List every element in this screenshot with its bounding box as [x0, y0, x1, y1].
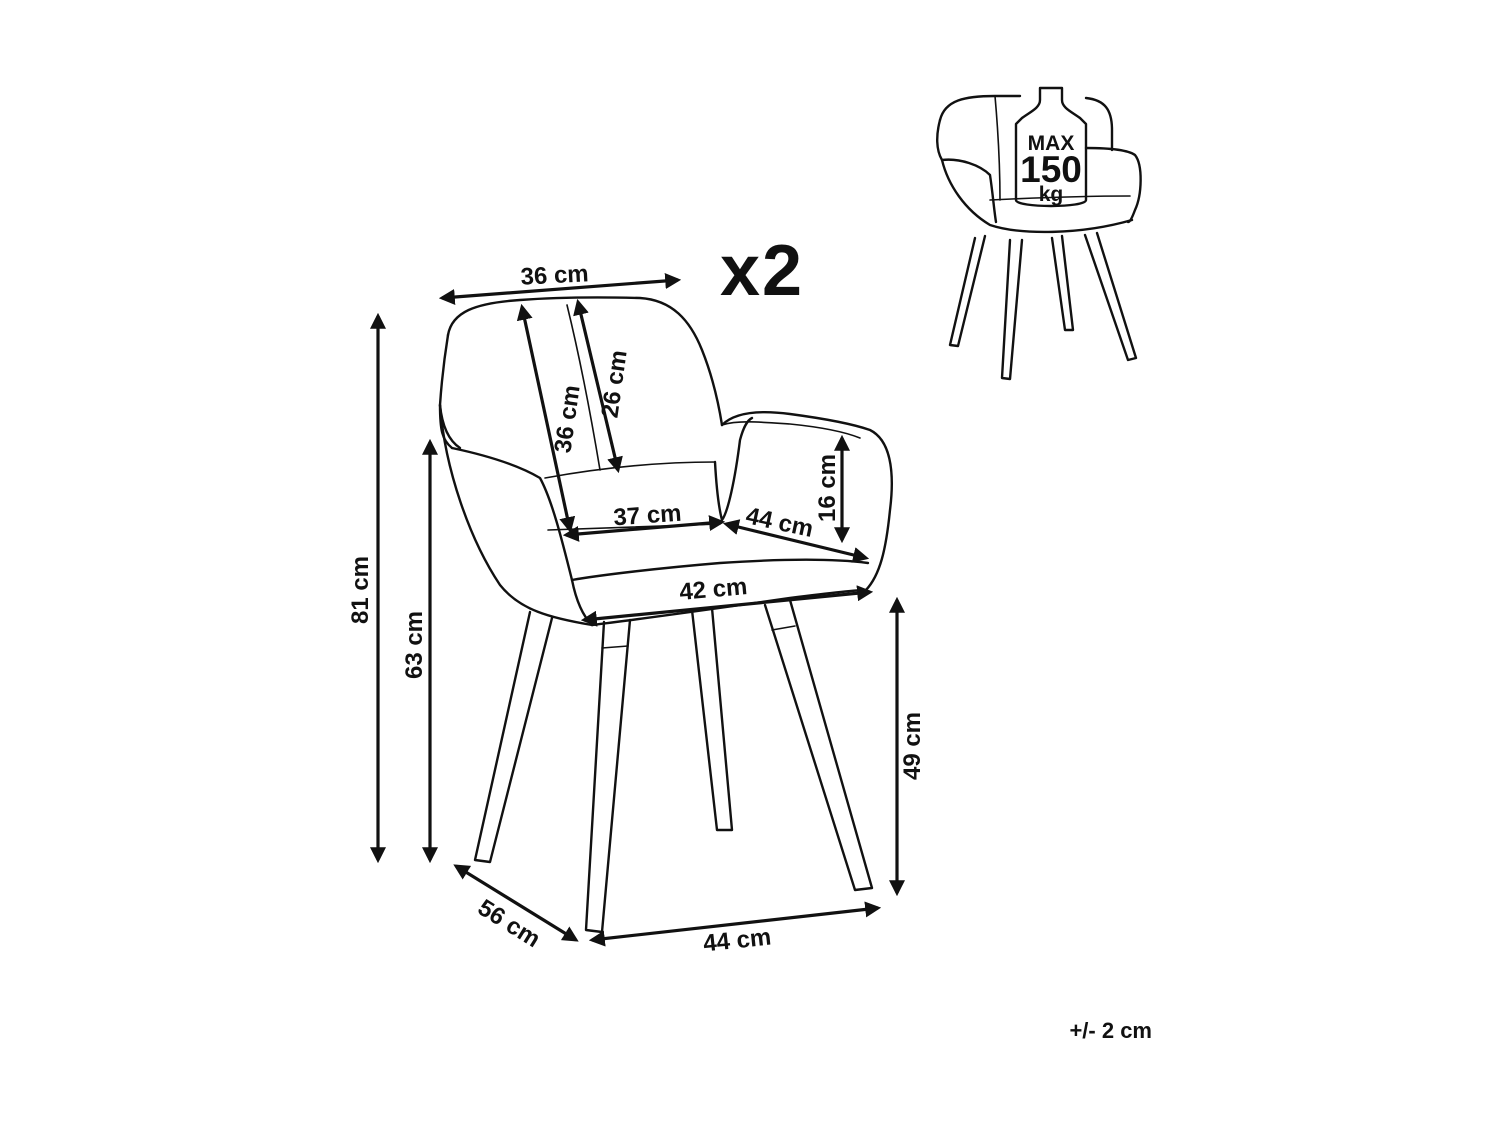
main-chair-drawing [438, 296, 893, 934]
load-capacity-icon [936, 86, 1142, 381]
label-total-height: 81 cm [347, 556, 374, 624]
label-top-width: 36 cm [520, 260, 589, 291]
tolerance-note: +/- 2 cm [1069, 1018, 1152, 1043]
label-depth: 56 cm [473, 894, 545, 953]
label-back-center-height: 26 cm [596, 348, 632, 419]
load-value: 150 [1020, 149, 1082, 190]
dimension-arrows [370, 272, 905, 947]
load-unit: kg [1039, 183, 1064, 206]
label-armrest-floor-height: 63 cm [401, 611, 428, 679]
label-backrest-height: 36 cm [549, 383, 585, 454]
label-seat-width: 37 cm [613, 500, 683, 532]
label-base-width: 44 cm [702, 924, 773, 958]
label-armrest-height: 16 cm [814, 454, 841, 522]
label-seat-height: 49 cm [899, 712, 926, 780]
label-front-width: 42 cm [678, 573, 748, 606]
load-max-label: MAX [1028, 132, 1075, 155]
quantity-label: x2 [720, 231, 804, 311]
